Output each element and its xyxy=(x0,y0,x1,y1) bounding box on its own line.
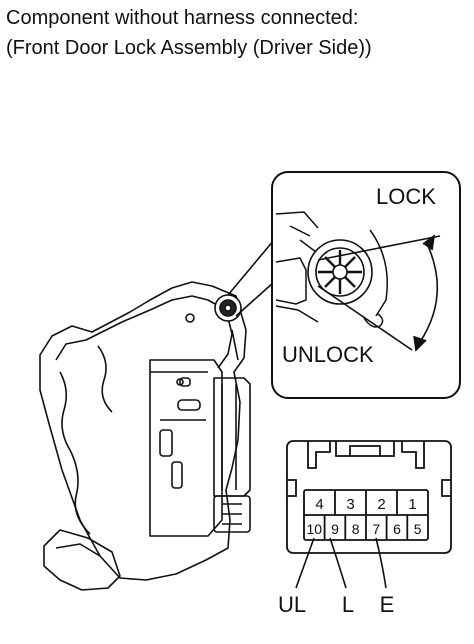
pin-8: 8 xyxy=(352,521,360,537)
pin-1: 1 xyxy=(408,496,416,513)
pin-10: 10 xyxy=(307,521,323,537)
pin-2: 2 xyxy=(377,496,385,513)
terminal-leaders xyxy=(295,537,387,589)
terminal-labels: UL L E xyxy=(278,592,394,617)
pin-5: 5 xyxy=(414,521,422,537)
caption-line-1: Component without harness connected: xyxy=(6,7,359,29)
lock-switch-knob xyxy=(214,294,242,322)
pin-6: 6 xyxy=(393,521,401,537)
detail-view-box: LOCK UNLOCK xyxy=(271,171,461,399)
connector xyxy=(286,440,452,554)
lock-unlock-indicator xyxy=(317,234,441,352)
pin-9: 9 xyxy=(331,521,339,537)
pin-4: 4 xyxy=(315,496,323,513)
rotary-switch xyxy=(307,239,373,305)
terminal-label-l: L xyxy=(342,592,354,617)
unlock-label: UNLOCK xyxy=(282,342,374,367)
connector-pins-top-row: 4 3 2 1 xyxy=(315,496,416,513)
pin-7: 7 xyxy=(372,521,380,537)
terminal-label-ul: UL xyxy=(278,592,306,617)
connector-pins-bottom-row: 10 9 8 7 6 5 xyxy=(307,521,422,537)
pin-3: 3 xyxy=(346,496,354,513)
lock-label: LOCK xyxy=(376,184,436,209)
terminal-label-e: E xyxy=(380,592,395,617)
caption-line-2: (Front Door Lock Assembly (Driver Side)) xyxy=(6,37,372,59)
door-lock-assembly xyxy=(39,281,251,591)
callout-leader xyxy=(227,239,275,317)
